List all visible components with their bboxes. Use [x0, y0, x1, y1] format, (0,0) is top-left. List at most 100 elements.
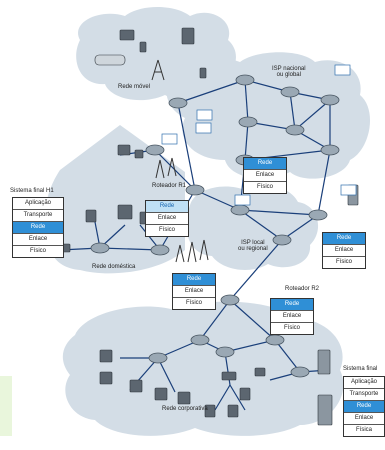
pc-corp-2	[99, 371, 113, 385]
pc-home-2	[85, 209, 97, 223]
end-system-h1-label: Sistema final H1	[10, 188, 54, 194]
home-network-label: Rede doméstica	[92, 264, 136, 270]
car-mobile	[94, 54, 126, 66]
router-corp-d	[148, 352, 168, 364]
stack-r1: Rede Enlace Físico	[145, 200, 189, 237]
pc-corp-4	[154, 387, 168, 401]
stack-isp: Rede Enlace Físico	[243, 157, 287, 194]
stack-center: Rede Enlace Físico	[172, 273, 216, 310]
stack-r2-link: Enlace	[271, 310, 313, 322]
router-corp-e	[290, 366, 310, 378]
laptop-r1-1	[117, 144, 131, 156]
devices	[57, 27, 359, 426]
server-corp	[317, 349, 331, 375]
router-isp-a	[235, 74, 255, 86]
router-isp-g	[320, 144, 340, 156]
stack-h2-physical: Física	[344, 424, 384, 436]
laptop-corp-1	[254, 367, 266, 377]
router-home	[150, 244, 170, 256]
stack-h2-network: Rede	[344, 400, 384, 412]
printer-corp	[221, 371, 237, 381]
pc-corp-3	[129, 379, 143, 393]
stack-center-network: Rede	[173, 274, 215, 285]
stack-isp-network: Rede	[244, 158, 286, 169]
table-icon-1	[334, 64, 351, 76]
router-mobile	[168, 97, 188, 109]
stack-right-physical: Físico	[323, 256, 365, 268]
local-isp-label: ISP local ou regional	[238, 240, 268, 253]
local-isp-cloud	[186, 185, 319, 270]
router-corp-f	[145, 144, 165, 156]
mobile-network-label: Rede móvel	[118, 84, 151, 90]
table-icons	[161, 64, 357, 206]
phone-mobile-1	[139, 41, 147, 53]
stack-right-network: Rede	[323, 233, 365, 244]
table-icon-4	[161, 133, 178, 145]
corporate-network-label: Rede corporativa	[162, 406, 208, 412]
pc-corp-6	[204, 404, 216, 418]
stack-r1-network: Rede	[146, 201, 188, 212]
server-h2	[317, 394, 333, 426]
stack-h1-transport: Transporte	[13, 209, 63, 221]
stack-h1-physical: Físico	[13, 245, 63, 257]
table-icon-6	[234, 194, 251, 206]
antenna-home-1	[175, 244, 185, 263]
stack-right-link: Enlace	[323, 244, 365, 256]
end-system-h2-label: Sistema final	[343, 366, 378, 372]
router-isp-c	[320, 94, 340, 106]
stack-h1-network: Rede	[13, 221, 63, 233]
stack-r2: Rede Enlace Físico	[270, 298, 314, 335]
router-r1	[185, 184, 205, 196]
table-icon-2	[196, 109, 213, 121]
stack-isp-physical: Físico	[244, 181, 286, 193]
router-local-a	[230, 204, 250, 216]
stack-center-physical: Físico	[173, 297, 215, 309]
side-accent	[0, 376, 12, 436]
pc-corp-7	[227, 404, 239, 418]
pc-corp-8	[239, 387, 251, 401]
pc-corp-1	[99, 349, 113, 363]
stack-r1-physical: Físico	[146, 224, 188, 236]
laptop-r1-2	[134, 149, 144, 159]
stack-h2-link: Enlace	[344, 412, 384, 424]
router-isp-e	[285, 124, 305, 136]
stack-isp-link: Enlace	[244, 169, 286, 181]
laptop-mobile-2	[181, 27, 195, 45]
antenna-home-2	[187, 241, 197, 263]
router-corp-b	[190, 334, 210, 346]
stack-h2-transport: Transporte	[344, 388, 384, 400]
router-r1-label: Roteador R1	[152, 183, 187, 189]
antennas	[151, 59, 209, 263]
stack-h1-link: Enlace	[13, 233, 63, 245]
router-isp-b	[280, 86, 300, 98]
router-r2	[220, 294, 240, 306]
antenna-r1-1	[155, 159, 165, 179]
antenna-r1-2	[167, 157, 177, 177]
stack-r1-link: Enlace	[146, 212, 188, 224]
router-r2-label: Roteador R2	[285, 286, 320, 292]
stack-center-link: Enlace	[173, 285, 215, 297]
stack-r2-physical: Físico	[271, 322, 313, 334]
router-isp-d	[238, 116, 258, 128]
table-icon-3	[195, 122, 212, 134]
stack-h2: Aplicação Transporte Rede Enlace Física	[343, 376, 385, 437]
router-local-c	[308, 209, 328, 221]
antenna-mobile	[151, 59, 165, 81]
router-corp-c	[215, 346, 235, 358]
stack-h1: Aplicação Transporte Rede Enlace Físico	[12, 197, 64, 258]
router-corp-a	[265, 334, 285, 346]
stack-h2-application: Aplicação	[350, 379, 377, 385]
router-home-b	[90, 242, 110, 254]
stack-right: Rede Enlace Físico	[322, 232, 366, 269]
table-icon-5	[340, 184, 357, 196]
pc-corp-5	[177, 391, 191, 405]
phone-mobile-2	[199, 67, 207, 79]
national-isp-label: ISP nacional ou global	[272, 66, 306, 79]
national-isp-cloud	[166, 52, 371, 179]
pc-home-1	[117, 204, 133, 220]
router-local-b	[272, 234, 292, 246]
antenna-home-3	[199, 239, 209, 261]
stack-r2-network: Rede	[271, 299, 313, 310]
laptop-mobile-1	[119, 29, 135, 41]
